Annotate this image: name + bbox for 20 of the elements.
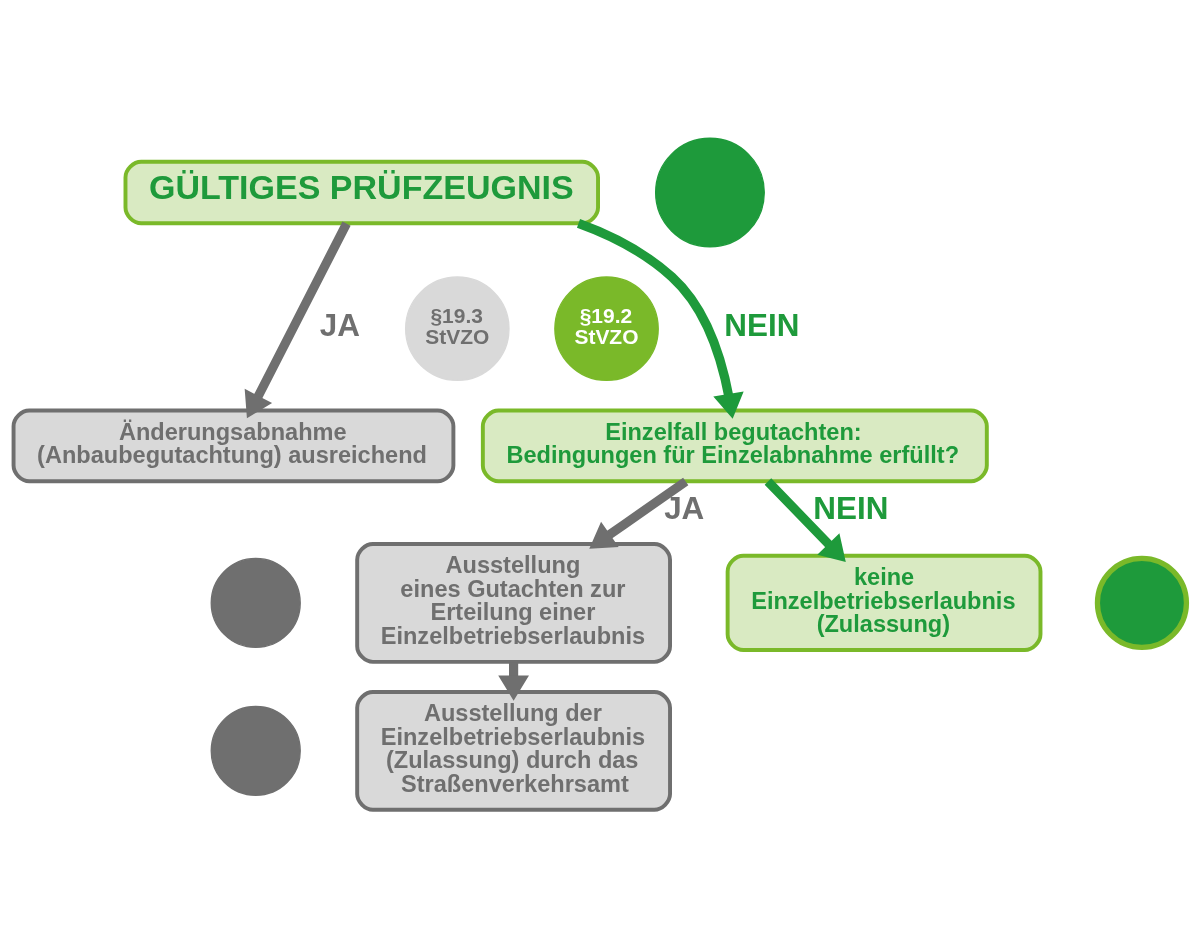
node-box: Ausstellung eines Gutachten zur Erteilung einer Einzelbetriebserlaubnis (355, 541, 672, 664)
arrow (244, 221, 351, 418)
edge-label: NEIN (813, 490, 889, 526)
edge-label: JA (319, 307, 361, 343)
node-circle (210, 705, 301, 796)
node-box: Einzelfall begutachten: Bedingungen für Einzelabnahme erfüllt? (480, 408, 989, 483)
node-box: keine Einzelbetriebserlaubnis (Zulassung) (725, 553, 1043, 652)
edge-label: NEIN (724, 307, 800, 343)
node-box: Änderungsabnahme (Anbaubegutachtung) ausreichend (11, 408, 456, 483)
arrow (764, 477, 846, 562)
node-box: GÜLTIGES PRÜFZEUGNIS (123, 159, 600, 225)
edge-label: JA (664, 490, 705, 526)
node-box: Ausstellung der Einzelbetriebserlaubnis (Zulassung) durch das Straßenverkehrsamt (355, 689, 672, 812)
node-circle (1094, 555, 1190, 650)
node-circle (210, 557, 301, 648)
arrow (589, 477, 689, 549)
node-circle (654, 137, 765, 248)
node-circle: §19.3 StVZO (404, 275, 510, 381)
arrow (576, 218, 744, 419)
node-circle: §19.2 StVZO (554, 275, 659, 381)
